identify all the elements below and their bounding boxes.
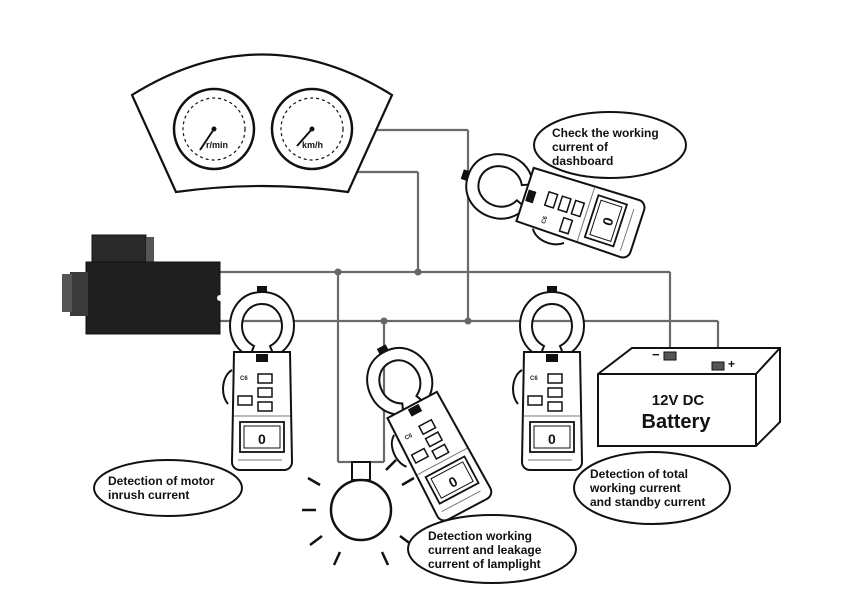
speedometer-gauge: km/h [270, 87, 354, 171]
callout-lamp: Detection working current and leakage cu… [407, 514, 577, 584]
meter-lcd-reading: 0 [548, 431, 556, 447]
clamp-meter-battery: 0 [512, 285, 585, 471]
battery-positive-terminal: + [728, 357, 735, 371]
tachometer-gauge: r/min [172, 87, 256, 171]
callout-battery-line-2: working current [589, 481, 681, 495]
callout-dashboard-line-3: dashboard [552, 154, 613, 168]
battery-negative-terminal: − [652, 347, 660, 362]
battery-name-label: Battery [642, 411, 712, 433]
light-rays [302, 459, 415, 566]
meter-lcd-reading: 0 [258, 431, 266, 447]
callout-lamp-line-1: Detection working [428, 529, 532, 543]
callout-lamp-line-3: current of lamplight [428, 557, 541, 571]
battery: − + 12V DC Battery [597, 347, 781, 447]
clamp-meter-lamp: 0 [345, 330, 497, 529]
battery-voltage-label: 12V DC [652, 392, 705, 409]
callout-battery-line-3: and standby current [590, 495, 705, 509]
callout-motor-line-2: inrush current [108, 488, 189, 502]
callout-lamp-line-2: current and leakage [428, 543, 542, 557]
gauge-left-label: r/min [206, 140, 228, 150]
callout-battery-line-1: Detection of total [590, 467, 688, 481]
clamp-meter-dashboard: 0 [449, 142, 649, 270]
starter-motor [62, 234, 223, 335]
dashboard: r/min km/h [130, 53, 394, 194]
gauge-right-label: km/h [302, 140, 323, 150]
callout-dashboard-line-1: Check the working [552, 126, 659, 140]
callout-motor-line-1: Detection of motor [108, 474, 215, 488]
callout-dashboard-line-2: current of [552, 140, 609, 154]
clamp-meter-motor: 0 [222, 285, 295, 471]
callout-battery: Detection of total working current and s… [573, 451, 731, 525]
callout-motor: Detection of motor inrush current [93, 459, 243, 517]
wiring [216, 128, 720, 464]
callout-dashboard: Check the working current of dashboard [533, 111, 687, 179]
lamp [302, 459, 415, 566]
